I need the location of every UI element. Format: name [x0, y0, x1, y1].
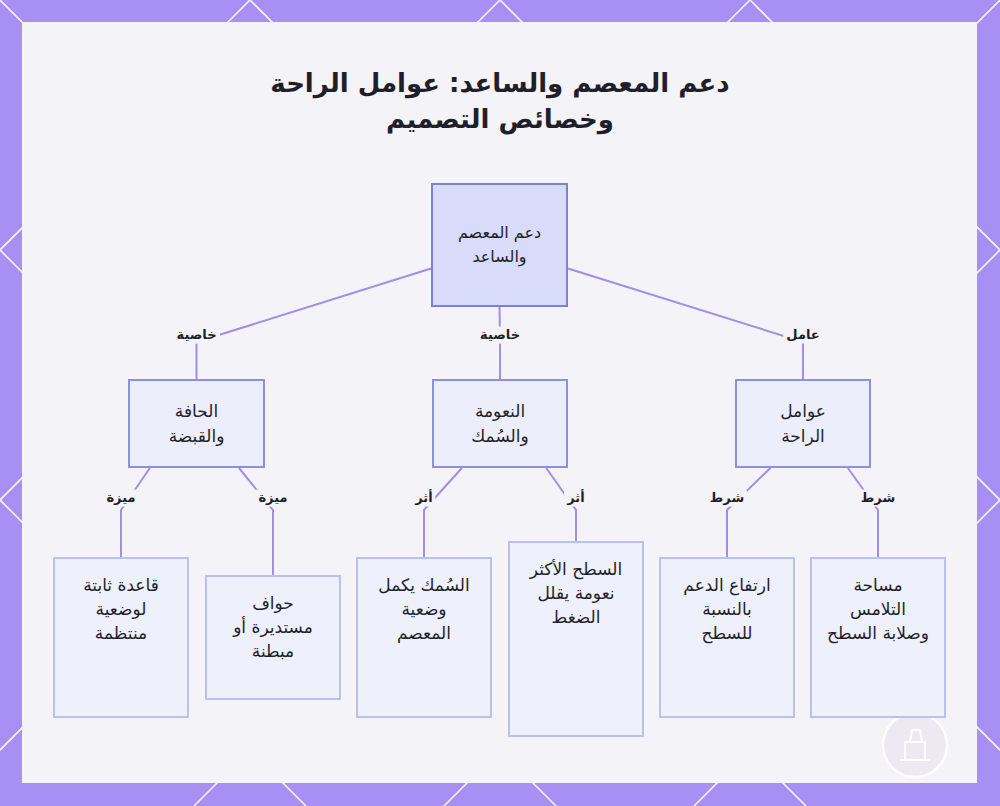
- node-text: الحافة والقبضة: [150, 399, 243, 448]
- edge-label: خاصية: [477, 327, 523, 344]
- detail-box: السُمك يكمل وضعية المعصم: [356, 557, 492, 718]
- watermark-logo: [883, 713, 947, 777]
- node-text: النعومة والسُمك: [454, 399, 546, 448]
- edge-label: عامل: [783, 327, 822, 344]
- category-box: الحافة والقبضة: [128, 379, 265, 468]
- detail-box: ارتفاع الدعم بالنسبة للسطح: [659, 557, 795, 718]
- node-text: السطح الأكثر نعومة يقلل الضغط: [524, 557, 628, 629]
- inner-panel: [22, 22, 977, 783]
- connector-line: [848, 468, 878, 557]
- logo-glyph: [900, 730, 930, 760]
- edge-label: خاصية: [173, 327, 219, 344]
- node-text: عوامل الراحة: [757, 399, 849, 448]
- detail-box: مساحة التلامس وصلابة السطح: [810, 557, 946, 718]
- node-text: حواف مستديرة أو مبطنة: [221, 591, 325, 663]
- edge-label: أثر: [564, 490, 587, 507]
- connector-line: [424, 468, 462, 557]
- category-box: عوامل الراحة: [735, 379, 871, 468]
- logo-circle: [883, 713, 947, 777]
- edge-label: شرط: [858, 490, 898, 507]
- detail-box: حواف مستديرة أو مبطنة: [205, 575, 341, 700]
- node-text: قاعدة ثابتة لوضعية منتظمة: [69, 573, 173, 645]
- node-text: مساحة التلامس وصلابة السطح: [826, 573, 930, 645]
- connector-line: [568, 269, 803, 379]
- connector-line: [727, 468, 770, 557]
- detail-box: السطح الأكثر نعومة يقلل الضغط: [508, 541, 644, 737]
- connector-line: [121, 468, 150, 557]
- connector-line: [197, 269, 432, 379]
- edge-label: شرط: [707, 490, 747, 507]
- diagram-title: دعم المعصم والساعد: عوامل الراحة وخصائص …: [250, 66, 750, 138]
- detail-box: قاعدة ثابتة لوضعية منتظمة: [53, 557, 189, 718]
- node-text: السُمك يكمل وضعية المعصم: [372, 573, 476, 645]
- category-box: النعومة والسُمك: [432, 379, 568, 468]
- edge-label: ميزة: [255, 490, 290, 507]
- edge-label: أثر: [412, 490, 435, 507]
- root-box: دعم المعصم والساعد: [431, 183, 568, 307]
- edge-label: ميزة: [103, 490, 138, 507]
- node-text: دعم المعصم والساعد: [457, 221, 542, 269]
- connector-line: [239, 468, 273, 575]
- node-text: ارتفاع الدعم بالنسبة للسطح: [675, 573, 779, 645]
